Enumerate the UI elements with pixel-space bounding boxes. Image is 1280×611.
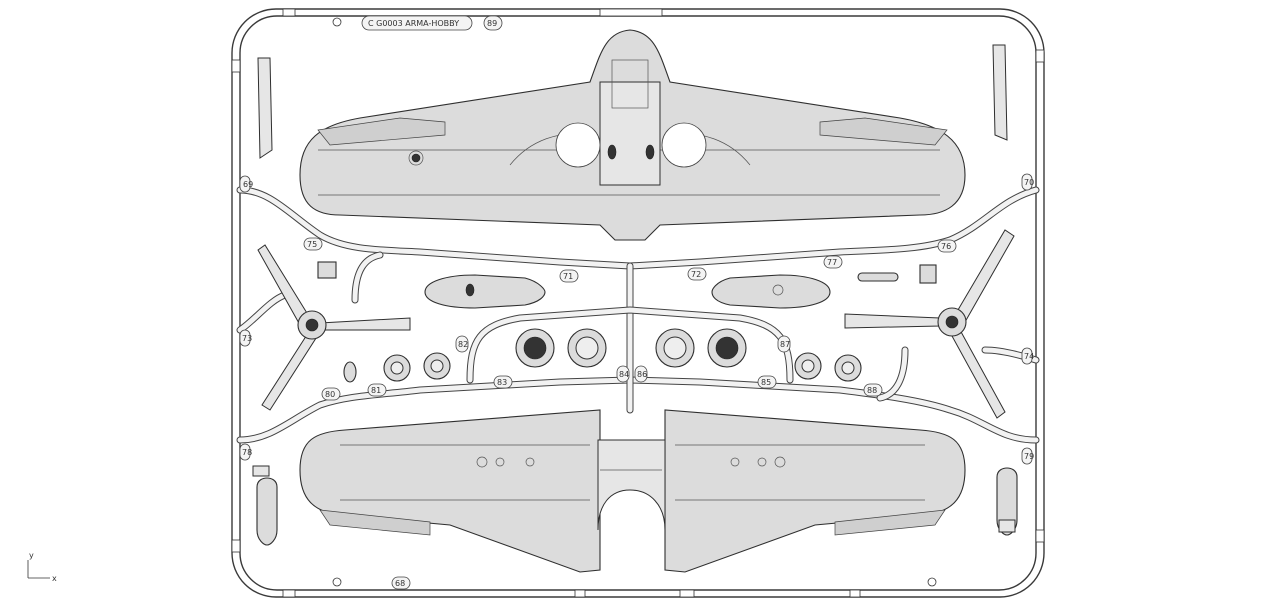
part-tag-77: 77	[823, 255, 843, 269]
axis-indicator: y x	[27, 551, 57, 583]
svg-text:70: 70	[1024, 178, 1034, 187]
main-wheel-1	[515, 328, 555, 368]
svg-text:69: 69	[243, 180, 253, 189]
svg-text:77: 77	[827, 258, 837, 267]
axis-y-label: y	[29, 551, 34, 560]
center-section-part	[597, 439, 666, 531]
svg-text:86: 86	[637, 370, 647, 379]
small-part-80	[343, 361, 357, 383]
sprue-header-label: C G0003 ARMA-HOBBY	[368, 19, 459, 28]
axis-x-label: x	[52, 574, 57, 583]
small-part-77	[857, 264, 937, 284]
svg-text:73: 73	[242, 334, 252, 343]
drop-tank-left-part	[424, 274, 546, 309]
part-tag-79: 79	[1021, 447, 1034, 465]
svg-text:79: 79	[1024, 452, 1034, 461]
svg-text:81: 81	[371, 386, 381, 395]
side-part-right	[992, 44, 1008, 141]
sprue-header: C G0003 ARMA-HOBBY 89	[361, 15, 503, 31]
wheels	[383, 328, 862, 382]
svg-text:74: 74	[1024, 352, 1034, 361]
sprue-frame	[231, 8, 1045, 598]
small-wheel-3	[794, 352, 822, 380]
runners	[236, 186, 1040, 444]
part-tag-69: 69	[239, 175, 253, 193]
part-tag-71: 71	[559, 269, 579, 283]
svg-text:82: 82	[458, 340, 468, 349]
part-tag-72: 72	[687, 267, 707, 281]
part-tag-87: 87	[777, 335, 791, 353]
svg-text:88: 88	[867, 386, 877, 395]
svg-text:76: 76	[941, 242, 951, 251]
part-tag-76: 76	[937, 239, 957, 253]
part-tag-88: 88	[863, 383, 883, 397]
svg-text:85: 85	[761, 378, 771, 387]
propeller-right-part	[844, 229, 1015, 419]
svg-text:78: 78	[242, 448, 252, 457]
bomb-left-part	[252, 465, 278, 546]
part-tag-81: 81	[367, 383, 387, 397]
part-tag-85: 85	[757, 375, 777, 389]
svg-text:71: 71	[563, 272, 573, 281]
lower-wing-left-part	[299, 409, 601, 573]
drop-tank-right-part	[711, 274, 831, 309]
main-wheel-3	[655, 328, 695, 368]
part-tag-83: 83	[493, 375, 513, 389]
part-tag-78: 78	[239, 443, 252, 461]
part-tag-75: 75	[303, 237, 323, 251]
small-wheel-2	[423, 352, 451, 380]
small-part-75	[317, 261, 337, 279]
sprue-bottom-number: 68	[395, 579, 405, 588]
part-number-tags: 69 70 71 72 73 74 75 76 77 78 79 80 81 8…	[239, 173, 1034, 465]
side-part-left	[257, 57, 273, 159]
part-tag-74: 74	[1021, 347, 1034, 365]
main-wheel-2	[567, 328, 607, 368]
main-wheel-4	[707, 328, 747, 368]
small-wheel-1	[383, 354, 411, 382]
bomb-right-part	[996, 467, 1018, 536]
svg-text:87: 87	[780, 340, 790, 349]
svg-text:80: 80	[325, 390, 335, 399]
sprue-bottom-tag: 68	[391, 576, 411, 590]
part-tag-84: 84	[616, 365, 630, 383]
upper-wing-part	[299, 29, 966, 241]
part-tag-86: 86	[634, 365, 648, 383]
part-tag-70: 70	[1021, 173, 1034, 191]
propeller-left-part	[257, 244, 411, 411]
part-tag-82: 82	[455, 335, 469, 353]
svg-text:75: 75	[307, 240, 317, 249]
sprue-header-number: 89	[487, 19, 497, 28]
part-tag-73: 73	[239, 329, 252, 347]
svg-text:72: 72	[691, 270, 701, 279]
svg-text:84: 84	[619, 370, 629, 379]
lower-wing-right-part	[664, 409, 966, 573]
small-wheel-4	[834, 354, 862, 382]
part-tag-80: 80	[321, 387, 341, 401]
svg-text:83: 83	[497, 378, 507, 387]
